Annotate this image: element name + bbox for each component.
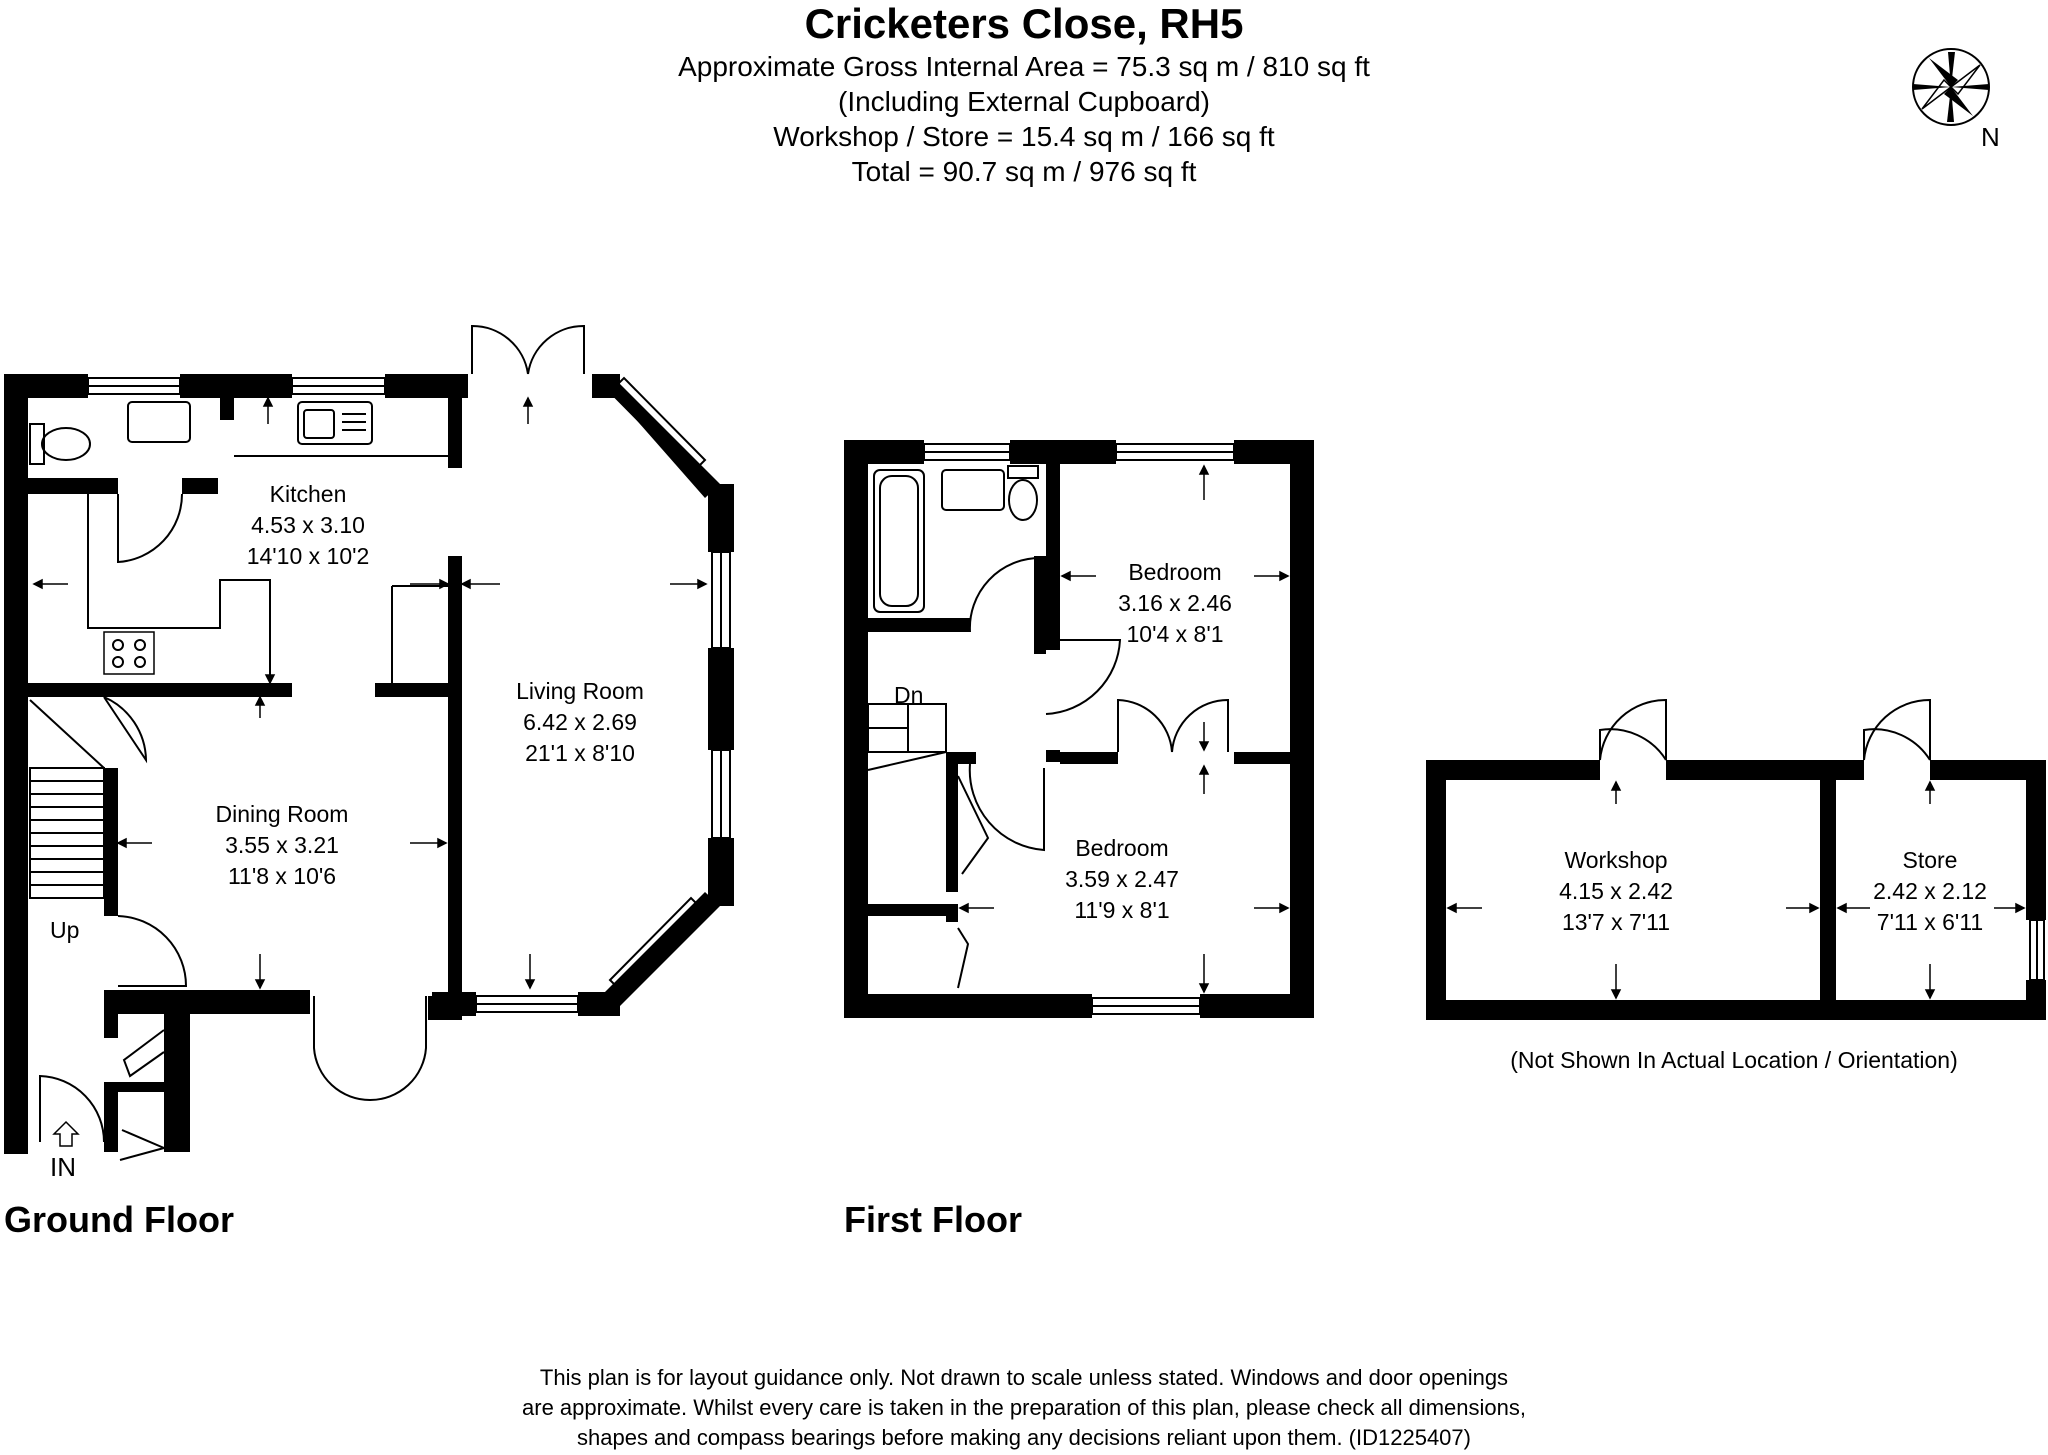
compass-icon	[1912, 48, 1990, 126]
room-dining-name: Dining Room	[216, 801, 349, 827]
room-living-imperial: 21'1 x 8'10	[525, 740, 635, 766]
first-floor-walls	[844, 440, 1314, 1018]
outbuilding-note: (Not Shown In Actual Location / Orientat…	[1510, 1047, 1957, 1073]
room-bedroom2-imperial: 11'9 x 8'1	[1074, 897, 1169, 923]
entrance-label: IN	[50, 1152, 76, 1182]
disclaimer-line: are approximate. Whilst every care is ta…	[522, 1395, 1526, 1420]
ground-floor-walls	[4, 374, 734, 1154]
plan-title: Cricketers Close, RH5	[804, 0, 1244, 47]
disclaimer-line: This plan is for layout guidance only. N…	[539, 1365, 1509, 1390]
room-bedroom2-metric: 3.59 x 2.47	[1065, 866, 1179, 892]
room-bedroom1-name: Bedroom	[1128, 559, 1221, 585]
area-total: Total = 90.7 sq m / 976 sq ft	[851, 156, 1197, 187]
ground-floor-arrows	[32, 396, 708, 990]
room-bedroom1-metric: 3.16 x 2.46	[1118, 590, 1232, 616]
room-kitchen-name: Kitchen	[270, 481, 347, 507]
outbuilding-walls	[1426, 760, 2046, 1020]
stairs-up-label: Up	[50, 917, 79, 943]
room-store-imperial: 7'11 x 6'11	[1877, 909, 1983, 935]
first-floor-arrows	[958, 464, 1290, 994]
room-kitchen-imperial: 14'10 x 10'2	[247, 543, 370, 569]
first-floor-label: First Floor	[844, 1199, 1022, 1240]
room-kitchen-metric: 4.53 x 3.10	[251, 512, 365, 538]
room-bedroom2-name: Bedroom	[1075, 835, 1168, 861]
room-workshop-metric: 4.15 x 2.42	[1559, 878, 1673, 904]
room-living-name: Living Room	[516, 678, 644, 704]
first-floor-windows-doors	[867, 443, 1235, 1015]
room-store-name: Store	[1903, 847, 1958, 873]
outbuilding-arrows	[1446, 780, 2026, 1000]
room-workshop-imperial: 13'7 x 7'11	[1562, 909, 1670, 935]
area-workshop-store: Workshop / Store = 15.4 sq m / 166 sq ft	[773, 121, 1275, 152]
room-living-metric: 6.42 x 2.69	[523, 709, 637, 735]
area-gross-internal: Approximate Gross Internal Area = 75.3 s…	[678, 51, 1370, 82]
room-bedroom1-imperial: 10'4 x 8'1	[1126, 621, 1223, 647]
entrance-arrow-icon	[52, 1120, 80, 1147]
room-dining-metric: 3.55 x 3.21	[225, 832, 339, 858]
room-dining-imperial: 11'8 x 10'6	[228, 863, 336, 889]
compass-north-label: N	[1981, 122, 2000, 152]
ground-floor-label: Ground Floor	[4, 1199, 234, 1240]
room-store-metric: 2.42 x 2.12	[1873, 878, 1987, 904]
stairs-down-label: Dn	[894, 682, 923, 708]
disclaimer-line: shapes and compass bearings before makin…	[577, 1425, 1471, 1450]
ground-floor-windows-doors	[29, 324, 731, 1161]
disclaimer: This plan is for layout guidance only. N…	[0, 1363, 2048, 1453]
area-note: (Including External Cupboard)	[838, 86, 1210, 117]
outbuilding-windows-doors	[1599, 698, 2045, 981]
room-workshop-name: Workshop	[1564, 847, 1667, 873]
